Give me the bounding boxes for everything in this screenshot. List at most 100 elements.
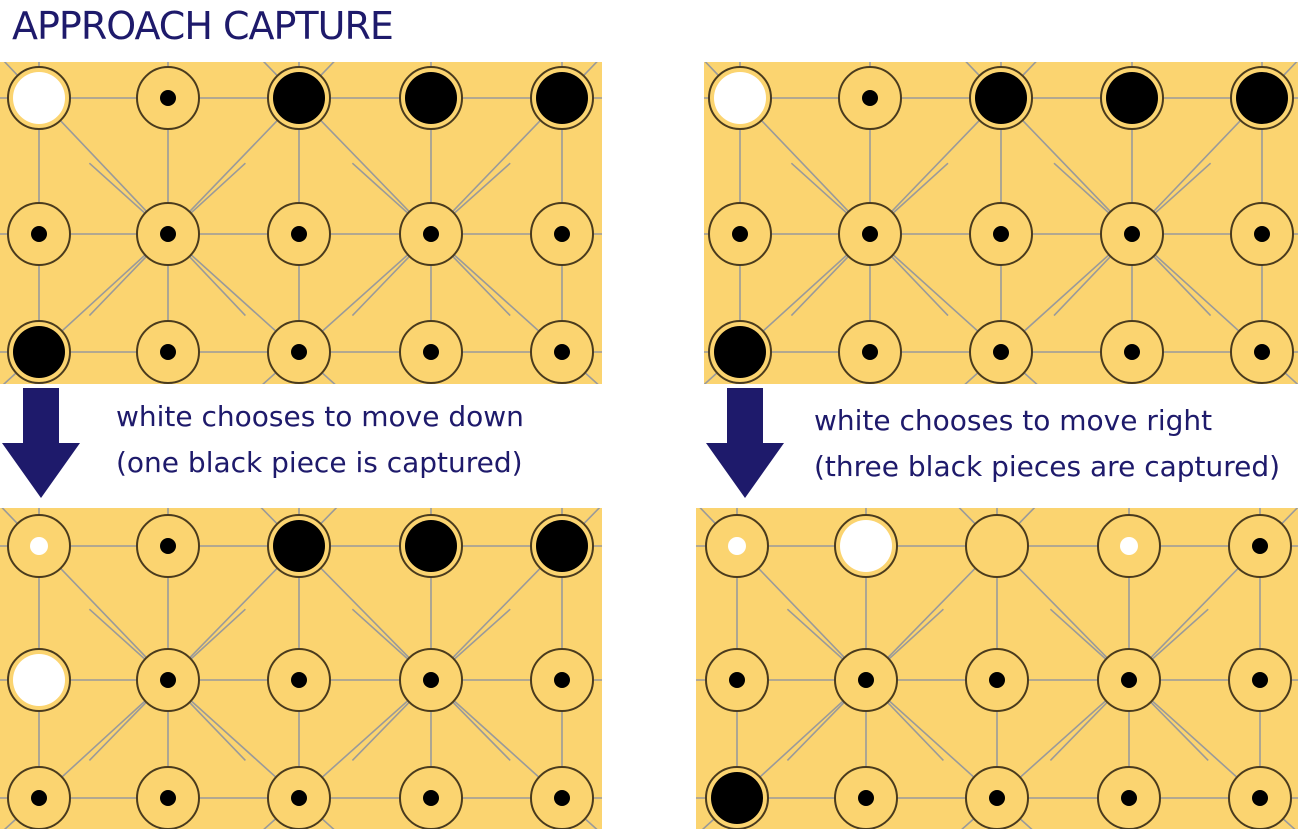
diagonal-line xyxy=(351,162,599,384)
black-piece xyxy=(711,772,763,824)
diagonal-line xyxy=(786,608,1033,829)
vacated-marker xyxy=(30,537,48,555)
point-dot xyxy=(1252,538,1268,554)
caption-line: (one black piece is captured) xyxy=(116,446,523,479)
diagonal-line xyxy=(961,608,1209,829)
diagonal-line xyxy=(351,508,601,761)
diagonal-line xyxy=(351,62,598,317)
diagonal-line xyxy=(699,508,944,761)
point-dot xyxy=(1252,672,1268,688)
point-dot xyxy=(993,344,1009,360)
diagonal-line xyxy=(262,162,511,384)
diagonal-line xyxy=(262,62,511,317)
point-dot xyxy=(554,226,570,242)
point-dot xyxy=(554,790,570,806)
black-piece xyxy=(975,72,1027,124)
point-dot xyxy=(554,344,570,360)
diagonal-line xyxy=(790,62,1037,317)
black-piece xyxy=(1106,72,1158,124)
diagonal-line xyxy=(964,162,1212,384)
point-dot xyxy=(423,672,439,688)
down-arrow-icon xyxy=(706,388,784,498)
point-dot xyxy=(423,344,439,360)
vacated-marker xyxy=(1120,537,1138,555)
point-dot xyxy=(160,90,176,106)
diagonal-line xyxy=(704,162,949,384)
point-dot xyxy=(1124,226,1140,242)
board-left-before xyxy=(0,62,602,384)
black-piece xyxy=(405,520,457,572)
diagonal-line xyxy=(790,162,1038,384)
white-piece xyxy=(840,520,892,572)
board-left-after xyxy=(0,508,602,829)
point-dot xyxy=(862,90,878,106)
board-right-before xyxy=(704,62,1298,384)
vacated-marker xyxy=(728,537,746,555)
point-dot xyxy=(160,790,176,806)
black-piece xyxy=(1236,72,1288,124)
point-dot xyxy=(1254,226,1270,242)
diagonal-line xyxy=(1053,62,1298,317)
diagonal-line xyxy=(88,62,335,317)
black-piece xyxy=(714,326,766,378)
diagonal-line xyxy=(2,162,246,384)
diagonal-line xyxy=(1049,608,1296,829)
diagonal-line xyxy=(3,608,246,829)
point-dot xyxy=(993,226,1009,242)
board-right-after xyxy=(696,508,1298,829)
point-dot xyxy=(554,672,570,688)
point-dot xyxy=(423,226,439,242)
point-dot xyxy=(858,672,874,688)
diagonal-line xyxy=(351,608,598,829)
black-piece xyxy=(536,72,588,124)
black-piece xyxy=(273,72,325,124)
diagonal-line xyxy=(786,508,1036,761)
diagonal-line xyxy=(1053,162,1298,384)
point-dot xyxy=(1124,344,1140,360)
black-piece xyxy=(13,326,65,378)
caption-line: white chooses to move right xyxy=(814,404,1213,437)
caption-move-right: white chooses to move right (three black… xyxy=(814,398,1280,490)
point-dot xyxy=(291,226,307,242)
diagonal-line xyxy=(704,62,949,317)
caption-move-down: white chooses to move down (one black pi… xyxy=(116,394,524,486)
diagonal-line xyxy=(958,508,1209,761)
point-ring xyxy=(965,514,1029,578)
point-dot xyxy=(862,344,878,360)
point-dot xyxy=(291,344,307,360)
diagonal-line xyxy=(1049,508,1298,761)
point-dot xyxy=(423,790,439,806)
point-dot xyxy=(862,226,878,242)
point-dot xyxy=(291,790,307,806)
white-piece xyxy=(13,654,65,706)
diagonal-line xyxy=(965,62,1212,317)
point-dot xyxy=(31,226,47,242)
diagonal-line xyxy=(88,508,338,761)
point-dot xyxy=(858,790,874,806)
diagonal-line xyxy=(88,162,336,384)
point-dot xyxy=(989,790,1005,806)
diagonal-line xyxy=(260,508,511,761)
point-dot xyxy=(1121,790,1137,806)
black-piece xyxy=(536,520,588,572)
black-piece xyxy=(405,72,457,124)
point-dot xyxy=(1252,790,1268,806)
point-dot xyxy=(160,226,176,242)
point-dot xyxy=(31,790,47,806)
point-dot xyxy=(729,672,745,688)
point-dot xyxy=(1121,672,1137,688)
point-dot xyxy=(160,538,176,554)
caption-line: white chooses to move down xyxy=(116,400,524,433)
down-arrow-icon xyxy=(2,388,80,498)
point-dot xyxy=(160,672,176,688)
caption-line: (three black pieces are captured) xyxy=(814,450,1281,483)
black-piece xyxy=(273,520,325,572)
diagonal-line xyxy=(88,608,335,829)
white-piece xyxy=(13,72,65,124)
point-dot xyxy=(1254,344,1270,360)
diagonal-line xyxy=(3,62,246,317)
point-dot xyxy=(160,344,176,360)
point-dot xyxy=(732,226,748,242)
point-dot xyxy=(989,672,1005,688)
